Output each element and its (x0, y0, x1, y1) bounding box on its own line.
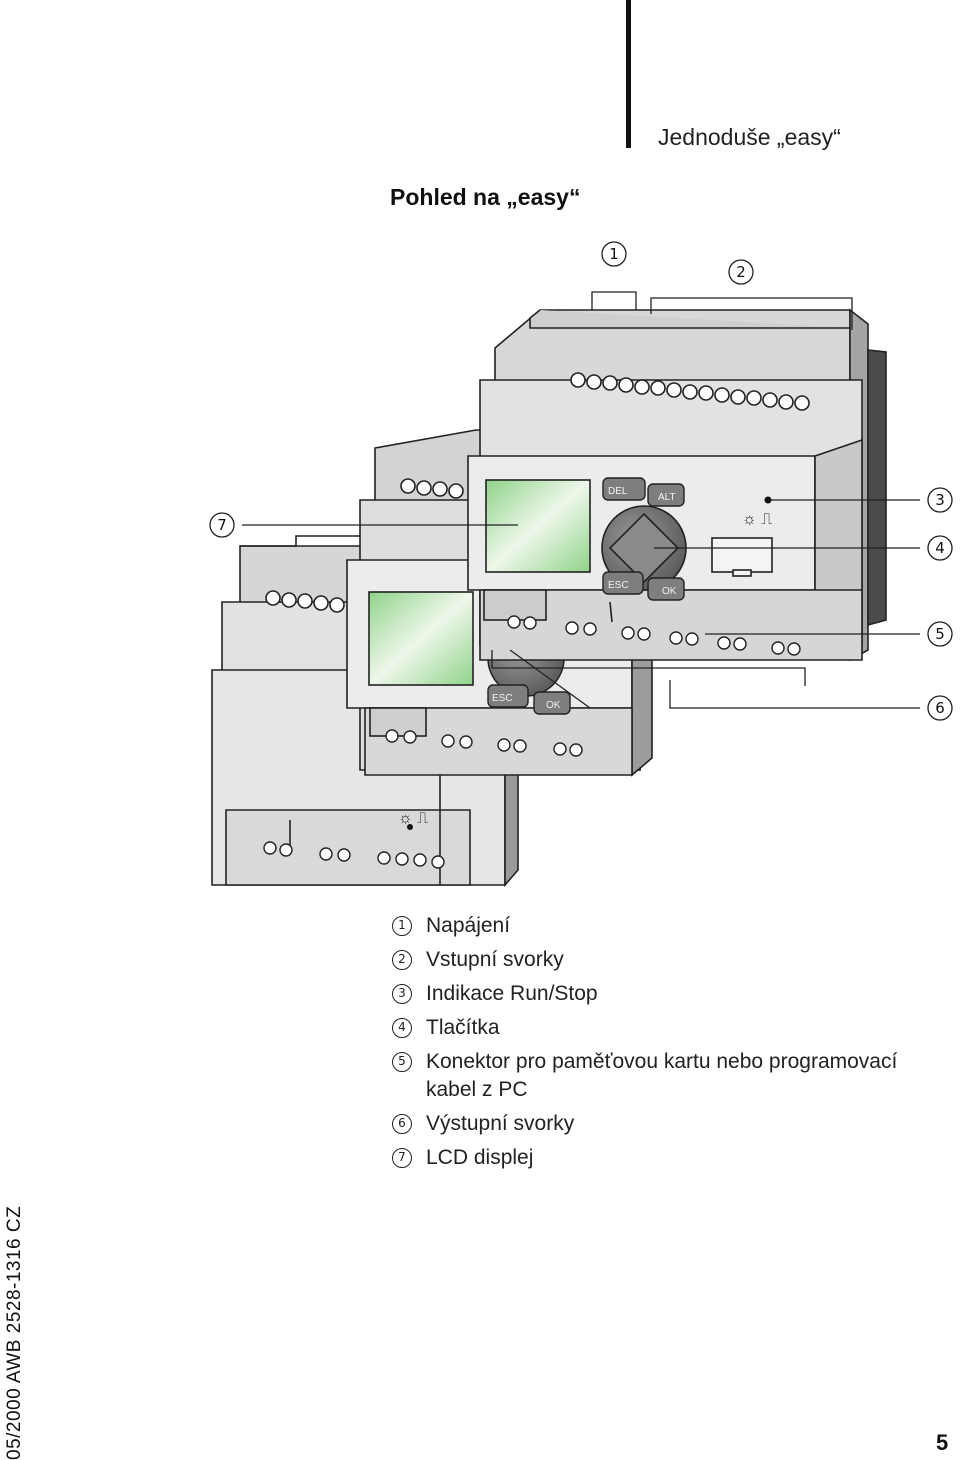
legend-item: 7 LCD displej (392, 1144, 952, 1172)
legend-item: 4 Tlačítka (392, 1014, 952, 1042)
callout-5: 5 (927, 621, 953, 647)
svg-text:☼ ⎍: ☼ ⎍ (742, 511, 772, 528)
legend-number: 1 (392, 916, 412, 936)
svg-text:DEL: DEL (608, 486, 628, 497)
legend-item: 5 Konektor pro paměťovou kartu nebo prog… (392, 1048, 952, 1104)
legend-text: Indikace Run/Stop (426, 982, 598, 1005)
lcd-display-middle (368, 591, 474, 686)
esc-button-front: ESC (602, 571, 644, 595)
legend-text: LCD displej (426, 1146, 534, 1169)
alt-button: ALT (647, 483, 685, 507)
lcd-display-front (485, 479, 591, 573)
run-stop-led-front: ☼ ⎍ (742, 496, 772, 528)
keypad-front (601, 505, 687, 591)
run-stop-led-back: ☼ ⎍ (398, 810, 428, 830)
callout-4: 4 (927, 535, 953, 561)
device-middle-terminals (400, 478, 464, 499)
svg-text:2: 2 (736, 263, 746, 281)
running-header: Jednoduše „easy“ (658, 124, 841, 150)
svg-text:☼ ⎍: ☼ ⎍ (398, 810, 428, 827)
callout-2: 2 (728, 259, 754, 285)
device-front-bottom-terminals (507, 615, 801, 656)
legend-text: Výstupní svorky (426, 1112, 575, 1135)
del-button: DEL (602, 477, 646, 501)
callout-leaders (242, 291, 920, 709)
callout-7: 7 (209, 512, 235, 538)
callout-6: 6 (927, 695, 953, 721)
section-title: Pohled na „easy“ (390, 184, 581, 210)
svg-text:5: 5 (935, 625, 945, 643)
svg-text:4: 4 (935, 539, 945, 557)
legend-number: 4 (392, 1018, 412, 1038)
legend-number: 5 (392, 1052, 412, 1072)
header-rule (626, 0, 631, 148)
device-illustration: ☼ ⎍ ESC OK (209, 241, 953, 888)
ok-button-front: OK (647, 577, 685, 601)
legend-number: 6 (392, 1114, 412, 1134)
svg-text:1: 1 (609, 245, 619, 263)
legend-item: 2 Vstupní svorky (392, 946, 952, 974)
callout-1: 1 (601, 241, 627, 267)
device-front-terminals (570, 372, 810, 411)
legend-item: 1 Napájení (392, 912, 952, 940)
callout-3: 3 (927, 487, 953, 513)
legend-text: Vstupní svorky (426, 948, 564, 971)
legend-number: 3 (392, 984, 412, 1004)
device-back-bottom-terminals (263, 841, 445, 869)
esc-button-middle: ESC (487, 684, 529, 708)
legend-text: Tlačítka (426, 1016, 500, 1039)
legend-text: Napájení (426, 914, 511, 937)
figure-legend: 1 Napájení 2 Vstupní svorky 3 Indikace R… (392, 912, 952, 1178)
legend-item: 3 Indikace Run/Stop (392, 980, 952, 1008)
legend-number: 2 (392, 950, 412, 970)
svg-text:3: 3 (935, 491, 945, 509)
legend-text: Konektor pro paměťovou kartu nebo progra… (426, 1050, 898, 1101)
svg-text:ESC: ESC (492, 693, 513, 704)
ok-button-middle: OK (533, 691, 571, 715)
page-number: 5 (936, 1430, 949, 1455)
svg-text:ESC: ESC (608, 580, 629, 591)
svg-text:7: 7 (217, 516, 227, 534)
legend-item: 6 Výstupní svorky (392, 1110, 952, 1138)
document-id: 05/2000 AWB 2528-1316 CZ (4, 1205, 25, 1460)
legend-number: 7 (392, 1148, 412, 1168)
svg-text:OK: OK (546, 700, 561, 711)
svg-text:6: 6 (935, 699, 945, 717)
svg-text:ALT: ALT (658, 492, 676, 503)
svg-text:OK: OK (662, 586, 677, 597)
device-middle-bottom-terminals (385, 729, 583, 757)
device-back-terminals (265, 590, 345, 613)
